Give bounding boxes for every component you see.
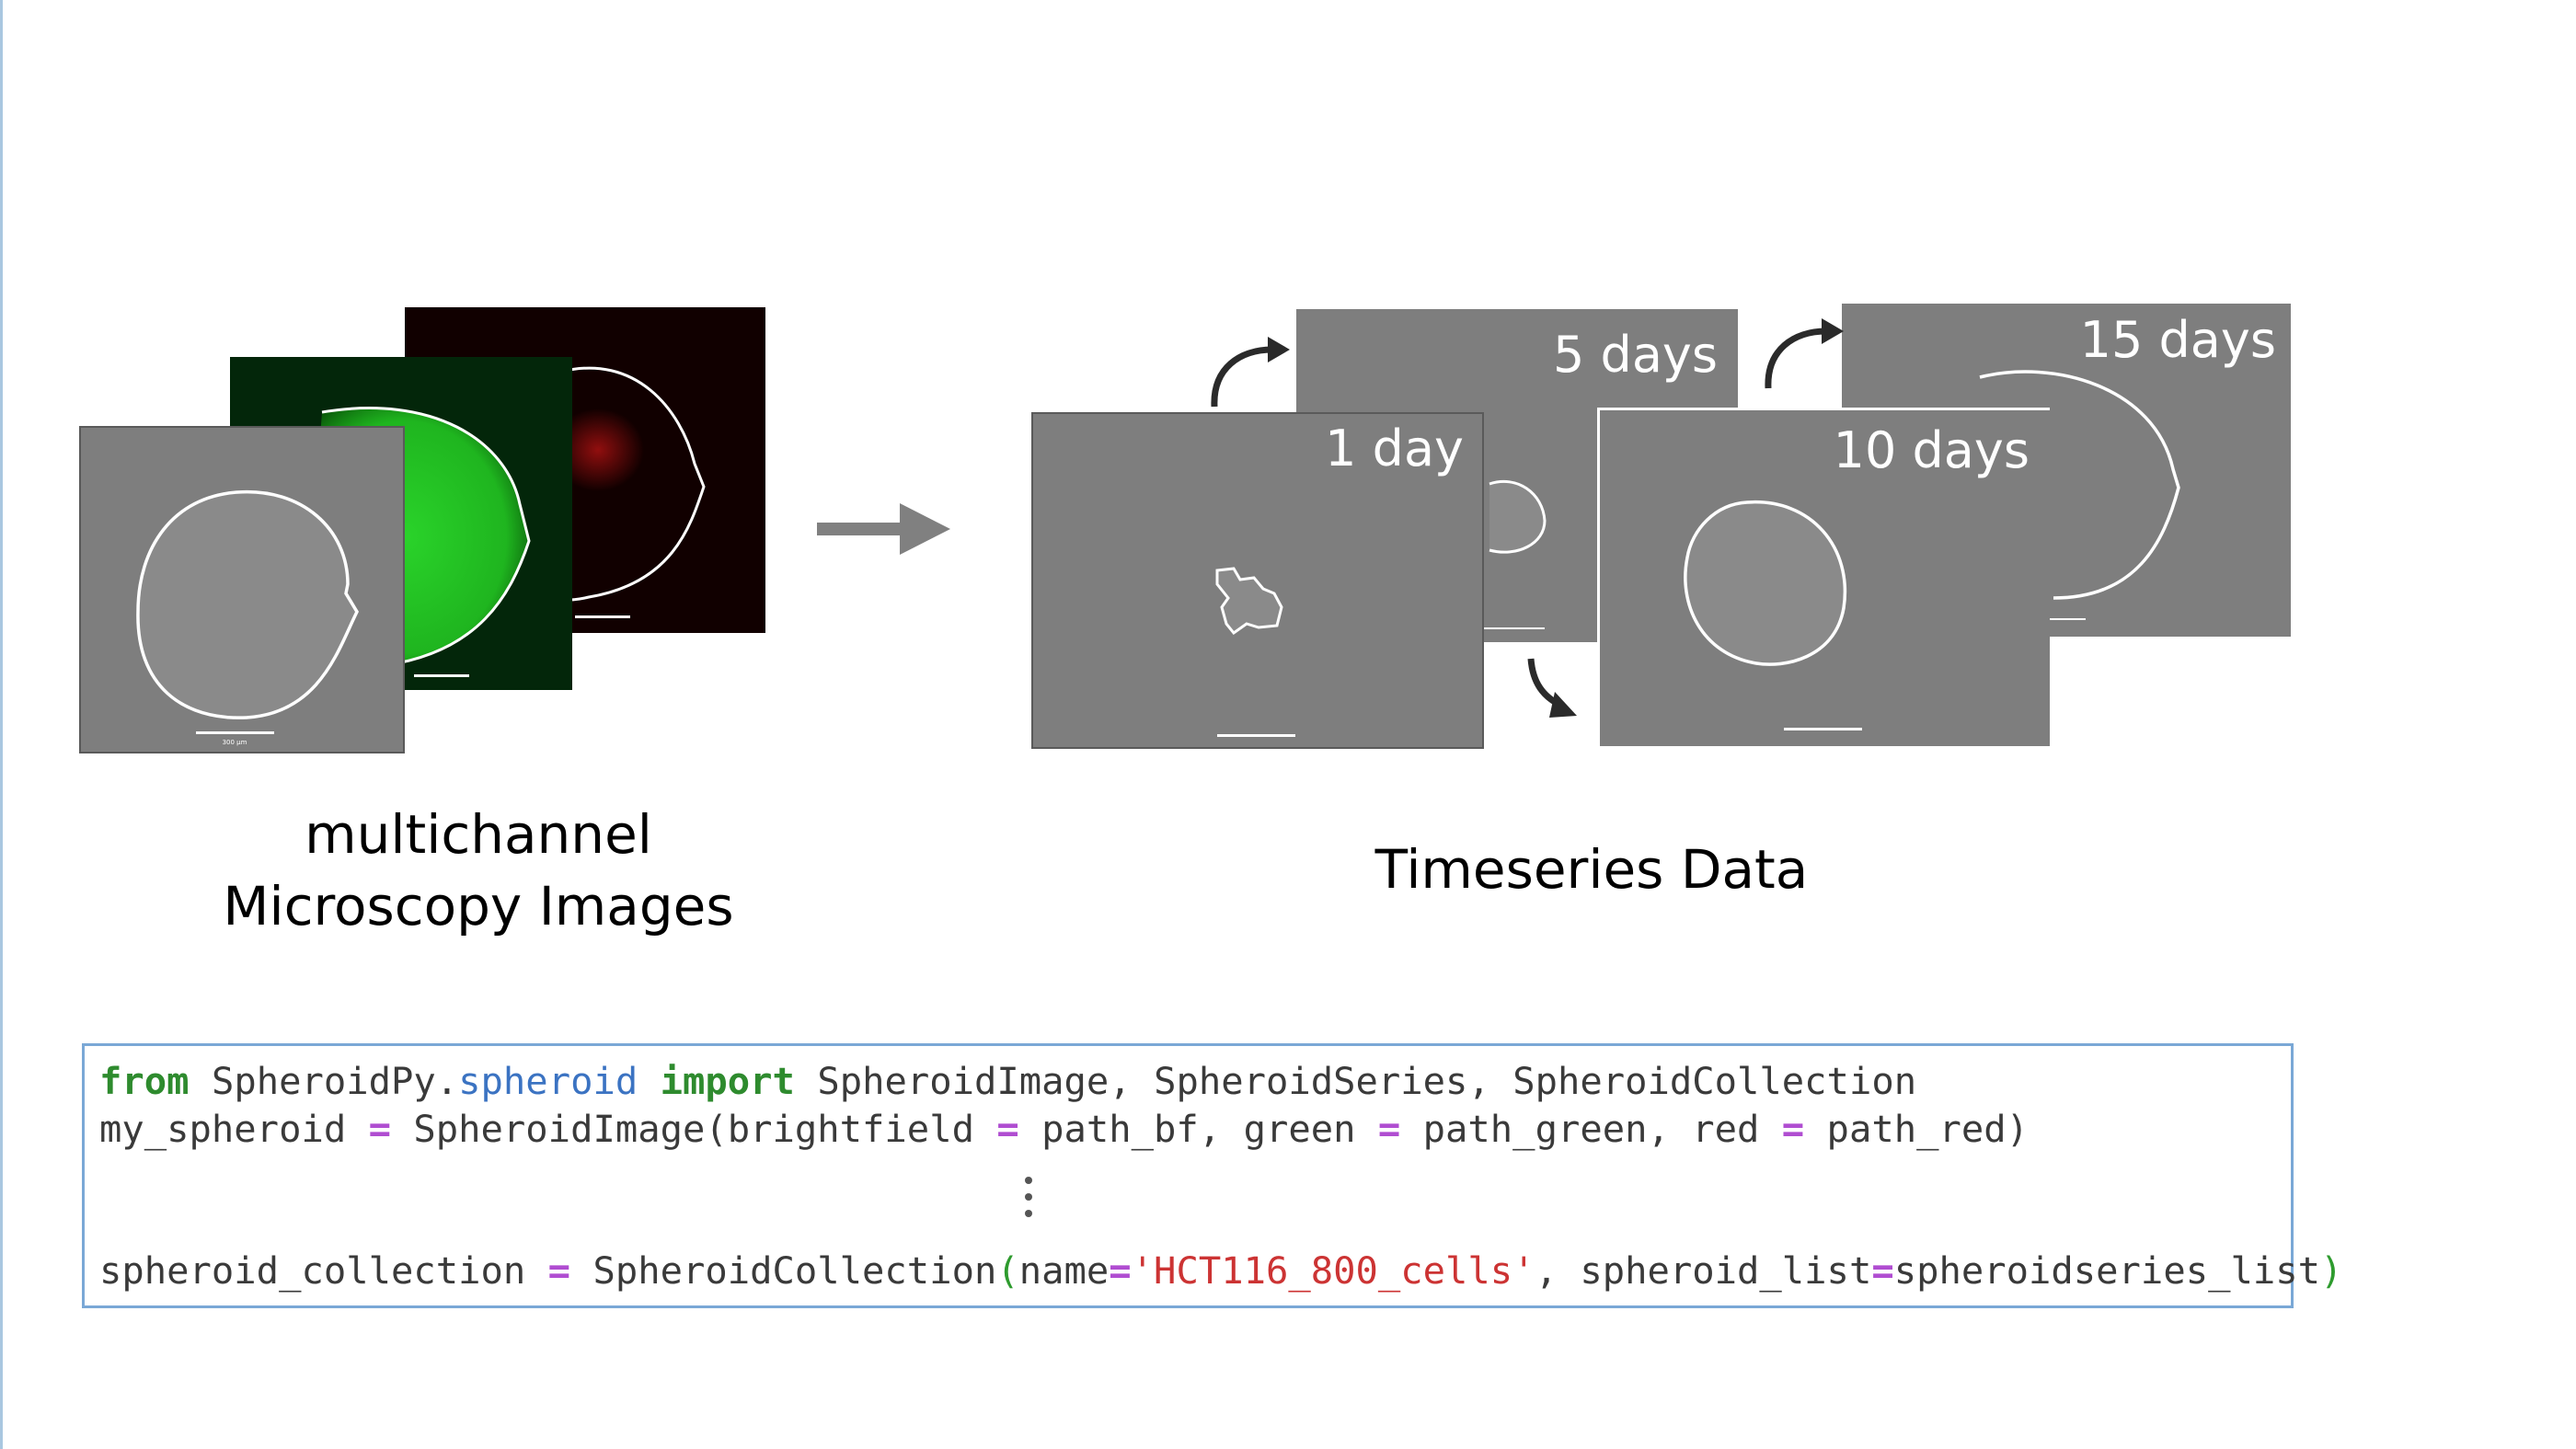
timeseries-caption: Timeseries Data [1374, 838, 1809, 901]
code-text: SpheroidCollection [570, 1248, 997, 1293]
multichannel-caption: multichannel Microscopy Images [166, 799, 791, 942]
code-text: name [1018, 1248, 1110, 1293]
code-text: path_bf, green [1018, 1107, 1378, 1151]
code-line-collection: spheroid_collection = SpheroidCollection… [99, 1248, 2342, 1293]
timeseries-10-days-image: 10 days [1597, 408, 2050, 746]
day-label-5: 5 days [1553, 326, 1718, 384]
code-string: 'HCT116_800_cells' [1131, 1248, 1535, 1293]
code-text: , spheroid_list [1535, 1248, 1872, 1293]
code-text: spheroidseries_list [1893, 1248, 2320, 1293]
code-operator: = [547, 1248, 571, 1293]
code-operator: = [1781, 1107, 1805, 1151]
code-line-spheroid-image: my_spheroid = SpheroidImage(brightfield … [99, 1107, 2029, 1151]
day-label-1: 1 day [1325, 420, 1464, 477]
kw-from: from [99, 1059, 190, 1103]
caption-line-1: multichannel [305, 803, 652, 866]
code-operator: = [1109, 1248, 1132, 1293]
code-module: spheroid [458, 1059, 638, 1103]
curved-arrow-icon-2 [1765, 318, 1844, 389]
code-operator: = [368, 1107, 391, 1151]
code-line-import: from SpheroidPy.spheroid import Spheroid… [99, 1059, 1916, 1103]
code-text: my_spheroid [99, 1107, 369, 1151]
code-snippet: from SpheroidPy.spheroid import Spheroid… [82, 1043, 2342, 1308]
vertical-ellipsis-icon [1025, 1177, 1036, 1226]
day-label-10: 10 days [1833, 421, 2030, 479]
code-package: SpheroidPy. [211, 1059, 459, 1103]
code-text: SpheroidImage(brightfield [391, 1107, 997, 1151]
code-operator: = [1377, 1107, 1401, 1151]
code-text: path_green, red [1400, 1107, 1782, 1151]
svg-text:300 µm: 300 µm [223, 739, 247, 746]
right-arrow-icon [817, 503, 950, 555]
kw-import: import [660, 1059, 795, 1103]
timeseries-1-day-image: 1 day [1031, 412, 1484, 749]
curved-arrow-icon-3 [1527, 658, 1577, 718]
caption-line-2: Microscopy Images [223, 875, 734, 937]
left-border-line [0, 0, 3, 1449]
day-label-15: 15 days [2079, 311, 2276, 369]
code-text: spheroid_collection [99, 1248, 548, 1293]
curved-arrow-icon-1 [1211, 337, 1290, 408]
code-text: path_red) [1804, 1107, 2030, 1151]
code-paren: ( [996, 1248, 1019, 1293]
brightfield-image: 300 µm [79, 426, 405, 753]
code-paren: ) [2320, 1248, 2343, 1293]
code-operator: = [996, 1107, 1019, 1151]
code-operator: = [1871, 1248, 1894, 1293]
code-imports: SpheroidImage, SpheroidSeries, SpheroidC… [794, 1059, 1917, 1103]
